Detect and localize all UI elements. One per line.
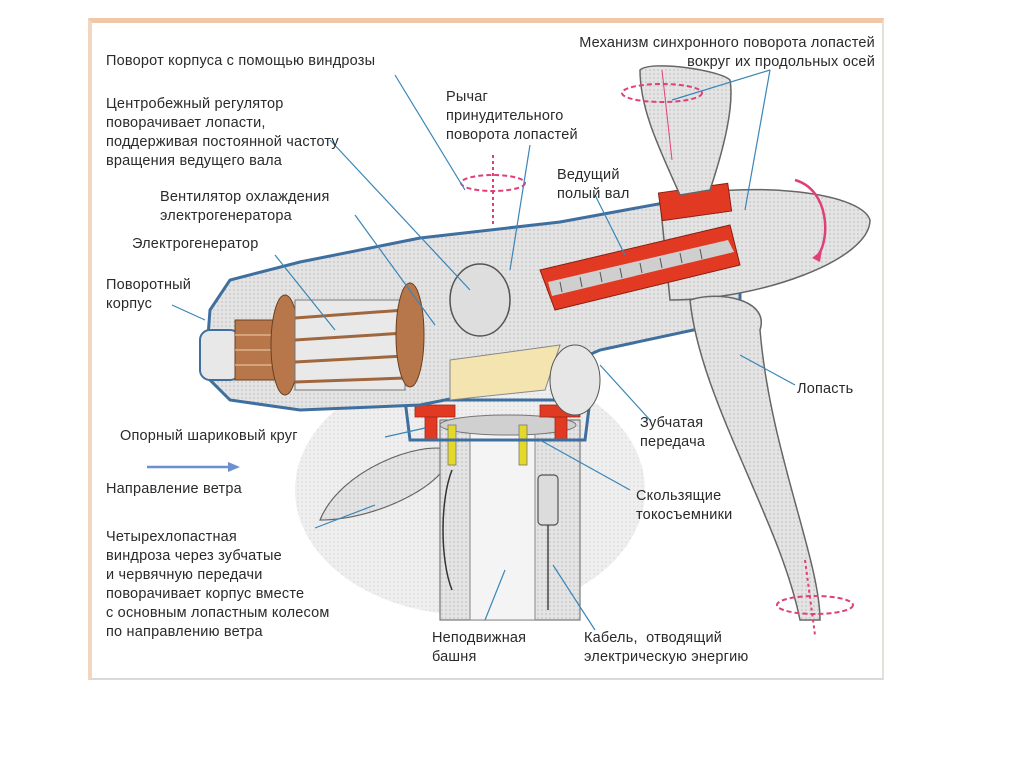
label-hollow-shaft: Ведущий полый вал	[557, 167, 630, 202]
label-gear-transmission: Зубчатая передача	[640, 415, 706, 450]
label-generator: Электрогенератор	[132, 236, 259, 252]
label-housing-rotation: Поворот корпуса с помощью виндрозы	[106, 53, 376, 69]
label-sync-mechanism: Механизм синхронного поворота лопастей в…	[579, 35, 875, 70]
generator-rotor	[234, 282, 425, 396]
rotation-arrow-icon	[460, 155, 526, 225]
rotation-arrow-icon	[794, 178, 827, 256]
leader-lines	[171, 69, 796, 631]
regulator-weight	[449, 263, 511, 337]
label-fixed-tower: Неподвижная башня	[432, 630, 527, 665]
label-slip-rings: Скользящие токосъемники	[636, 488, 733, 523]
generator-endcap	[199, 329, 241, 381]
label-rotary-housing: Поворотный корпус	[106, 277, 192, 312]
bolt-left	[447, 424, 457, 466]
label-cooling-fan: Вентилятор охлаждения электрогенератора	[160, 189, 330, 224]
wind-direction-arrow-icon	[147, 462, 240, 472]
nose-cone	[659, 188, 871, 301]
label-cable: Кабель, отводящий электрическую энергию	[584, 630, 749, 665]
label-ball-bearing-ring: Опорный шариковый круг	[120, 428, 298, 444]
label-wind-direction: Направление ветра	[106, 481, 242, 497]
label-centrifugal-regulator: Центробежный регулятор поворачивает лопа…	[106, 96, 339, 169]
label-blade: Лопасть	[797, 381, 854, 397]
bolt-right	[518, 424, 528, 466]
label-forced-rotation-lever: Рычаг принудительного поворота лопастей	[446, 89, 578, 143]
slip-ring-unit	[537, 474, 559, 526]
gear-housing	[549, 344, 601, 416]
fixed-tower	[439, 414, 581, 621]
rotation-arrow-icon	[621, 69, 703, 161]
lower-blade	[689, 295, 821, 621]
upper-blade	[639, 65, 732, 196]
label-windrose-description: Четырехлопастная виндроза через зубчатые…	[106, 529, 330, 640]
yellow-gearbox	[449, 344, 561, 401]
hollow-shaft	[539, 182, 741, 311]
rotation-arrow-icon	[776, 559, 854, 636]
